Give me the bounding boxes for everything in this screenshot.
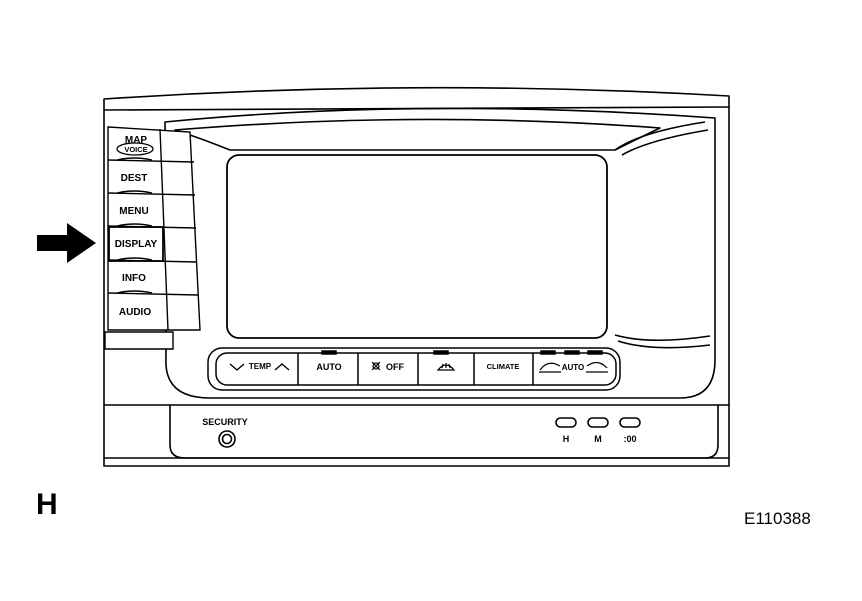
side-button-menu[interactable]: MENU: [119, 206, 148, 217]
side-button-info[interactable]: INFO: [122, 273, 146, 284]
clock-reset-button[interactable]: [619, 417, 641, 428]
display-screen: [226, 154, 608, 339]
temp-down-icon[interactable]: [229, 363, 245, 371]
recirculation-icon: [539, 362, 561, 373]
climate-panel: [207, 347, 621, 391]
temp-label: TEMP: [249, 362, 272, 371]
side-button-dest[interactable]: DEST: [121, 173, 148, 184]
security-label: SECURITY: [202, 417, 248, 427]
fan-off-button[interactable]: OFF: [386, 362, 404, 372]
pointer-arrow-icon: [37, 223, 96, 263]
clock-minute-label: M: [594, 434, 602, 444]
side-button-display[interactable]: DISPLAY: [115, 239, 158, 250]
outside-air-icon: [586, 361, 608, 373]
clock-hour-label: H: [563, 434, 570, 444]
climate-button[interactable]: CLIMATE: [487, 362, 520, 371]
recirc-auto-button[interactable]: AUTO: [562, 363, 585, 372]
side-button-audio[interactable]: AUDIO: [119, 307, 151, 318]
clock-reset-label: :00: [623, 434, 636, 444]
clock-hour-button[interactable]: [555, 417, 577, 428]
side-button-map[interactable]: MAP: [125, 135, 148, 146]
figure-letter: H: [36, 488, 58, 521]
voice-button-outline: [116, 142, 154, 156]
side-button-voice[interactable]: VOICE: [124, 145, 147, 154]
fan-icon: [371, 361, 381, 371]
side-button-labels: MAP VOICE DEST MENU DISPLAY INFO AUDIO: [115, 135, 158, 318]
display-button-highlight: [108, 226, 164, 262]
auto-button[interactable]: AUTO: [316, 362, 341, 372]
figure-code: E110388: [744, 509, 811, 528]
side-button-column: [104, 126, 201, 350]
front-defrost-icon[interactable]: [436, 363, 456, 371]
clock-minute-button[interactable]: [587, 417, 609, 428]
clock-buttons: [555, 417, 641, 428]
climate-labels: TEMP AUTO OFF CLIMATE AUTO: [229, 361, 608, 373]
temp-up-icon[interactable]: [274, 363, 290, 371]
security-indicator: [218, 430, 236, 448]
